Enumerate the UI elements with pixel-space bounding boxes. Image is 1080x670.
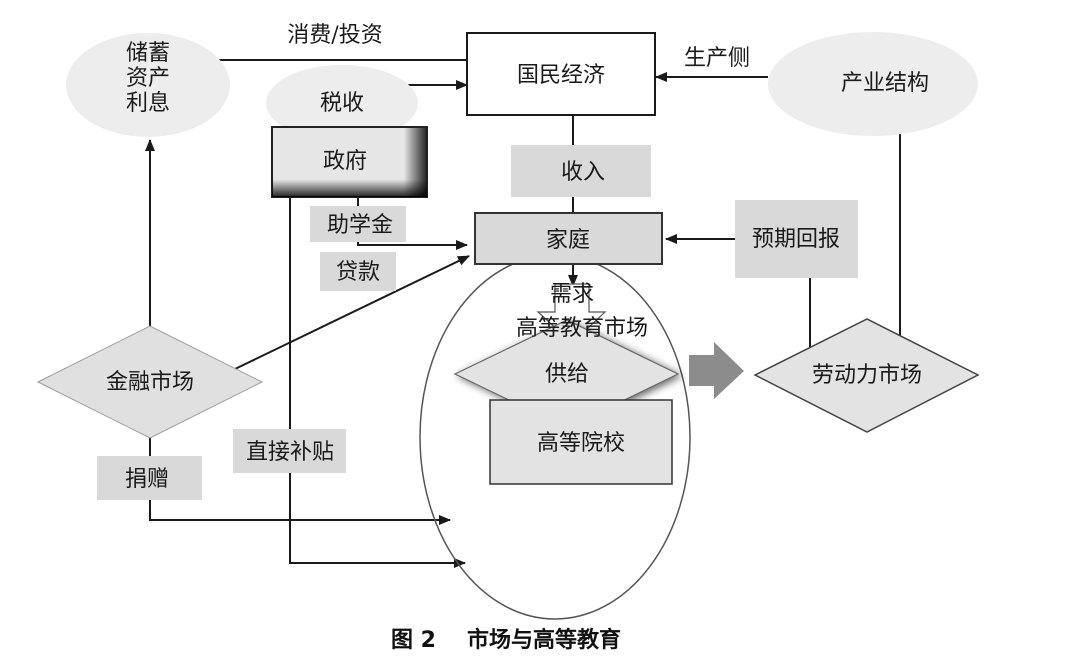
donation-label: 捐赠 — [125, 467, 169, 492]
universities-label: 高等院校 — [537, 431, 625, 456]
labor-market-diamond — [753, 318, 980, 433]
tax-label: 税收 — [320, 91, 364, 116]
tax-ellipse — [266, 65, 418, 141]
industry-structure-label: 产业结构 — [841, 71, 929, 96]
expected-return-box — [735, 200, 858, 278]
edge-finance-to-family — [234, 255, 470, 370]
demand-arrow-icon — [536, 283, 607, 344]
expected-return-label: 预期回报 — [752, 227, 840, 252]
demand-label: 需求 — [550, 282, 594, 307]
consumption-investment-label: 消费/投资 — [287, 23, 382, 48]
edge-grants-to-family — [357, 240, 468, 250]
universities-box — [489, 399, 673, 485]
government-label: 政府 — [323, 149, 367, 174]
savings-label-2: 资产 — [126, 66, 170, 91]
labor-market-label: 劳动力市场 — [812, 363, 922, 388]
supply-label: 供给 — [545, 362, 589, 387]
savings-label-1: 储蓄 — [126, 41, 170, 66]
government-box-shade — [272, 127, 427, 197]
production-side-label: 生产侧 — [684, 46, 750, 71]
direct-subsidy-box — [233, 429, 346, 473]
direct-subsidy-label: 直接补贴 — [246, 440, 334, 465]
higher-ed-market-label: 高等教育市场 — [516, 316, 648, 341]
savings-label-3: 利息 — [126, 91, 170, 116]
loans-label: 贷款 — [336, 260, 380, 285]
income-box — [511, 145, 651, 197]
national-economy-box — [466, 32, 656, 116]
national-economy-label: 国民经济 — [517, 63, 605, 88]
loans-box — [320, 252, 396, 291]
income-label: 收入 — [561, 160, 605, 185]
edge-gov-direct-subsidy — [289, 197, 466, 568]
industry-structure-ellipse — [768, 32, 978, 136]
figure-number: 图 2 — [391, 628, 436, 653]
grants-box — [310, 206, 406, 242]
grants-label: 助学金 — [327, 213, 393, 238]
family-label: 家庭 — [546, 228, 590, 253]
financial-market-diamond — [36, 325, 264, 439]
figure-caption: 市场与高等教育 — [467, 627, 621, 653]
family-box — [474, 212, 663, 265]
donation-box — [97, 456, 202, 500]
savings-ellipse — [66, 33, 230, 137]
block-arrow-icon — [689, 342, 744, 399]
financial-market-label: 金融市场 — [106, 370, 194, 395]
